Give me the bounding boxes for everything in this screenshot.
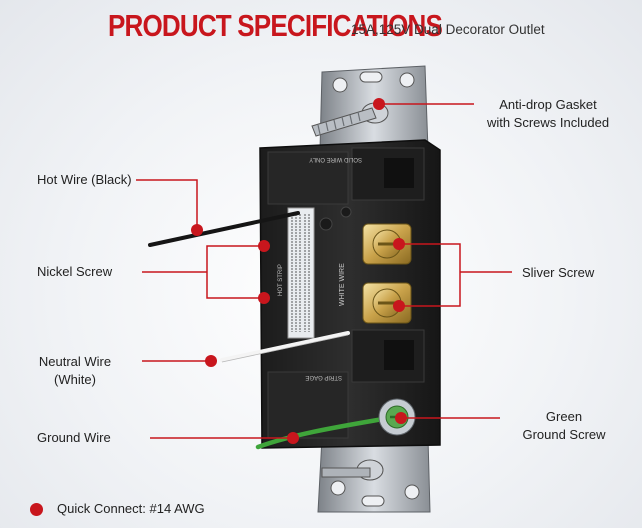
callout-hot-wire	[136, 179, 198, 230]
silver-screw-top	[362, 223, 412, 265]
label-green-screw: Green Ground Screw	[512, 408, 616, 444]
outlet-body	[259, 139, 441, 449]
label-gasket: Anti-drop Gasket with Screws Included	[480, 96, 616, 132]
marker-hot-wire	[191, 224, 203, 236]
legend-dot-icon	[30, 502, 43, 516]
marker-ground-wire	[287, 432, 299, 444]
hot-strip-text: HOT STRIP	[278, 264, 284, 296]
marker-sliver-screw-top	[393, 238, 405, 250]
neutral-wire-edge	[221, 334, 349, 363]
label-sliver-screw: Sliver Screw	[522, 265, 595, 280]
label-nickel-screw: Nickel Screw	[37, 264, 113, 279]
top-mounting-strap	[319, 65, 429, 151]
hot-wire	[148, 211, 300, 247]
callout-nickel-screw	[206, 245, 264, 299]
strip-gage-text: STRIP GAGE	[305, 374, 342, 380]
callout-sliver-screw	[399, 243, 461, 307]
legend: Quick Connect: #14 AWG	[30, 500, 205, 518]
quick-connect-markers	[191, 98, 407, 444]
top-mounting-screw	[311, 107, 377, 137]
white-wire-text: WHITE WIRE	[339, 263, 346, 306]
page-subtitle: 15A,125V Dual Decorator Outlet	[351, 22, 545, 37]
marker-nickel-screw-bottom	[258, 292, 270, 304]
neutral-wire	[220, 331, 350, 362]
legend-text: Quick Connect: #14 AWG	[57, 501, 205, 516]
marker-neutral-wire	[205, 355, 217, 367]
page-title: PRODUCT SPECIFICATIONS	[108, 8, 443, 43]
label-green-screw-line2: Ground Screw	[522, 427, 606, 442]
marker-green-screw	[395, 412, 407, 424]
bottom-mounting-strap	[317, 437, 431, 513]
label-neutral-wire: Neutral Wire (White)	[30, 353, 120, 389]
marker-sliver-screw-bottom	[393, 300, 405, 312]
solid-wire-text: SOLID WIRE ONLY	[309, 156, 362, 162]
label-hot-wire: Hot Wire (Black)	[37, 172, 132, 187]
label-green-screw-line1: Green	[545, 409, 583, 424]
marker-gasket	[373, 98, 385, 110]
marker-nickel-screw-top	[258, 240, 270, 252]
silver-screw-bottom	[362, 282, 412, 324]
label-neutral-wire-line1: Neutral Wire	[38, 354, 112, 369]
label-ground-wire: Ground Wire	[37, 430, 111, 445]
label-gasket-line2: with Screws Included	[486, 115, 610, 130]
label-neutral-wire-line2: (White)	[54, 372, 96, 387]
label-gasket-line1: Anti-drop Gasket	[499, 97, 597, 112]
callout-lines	[136, 103, 512, 439]
